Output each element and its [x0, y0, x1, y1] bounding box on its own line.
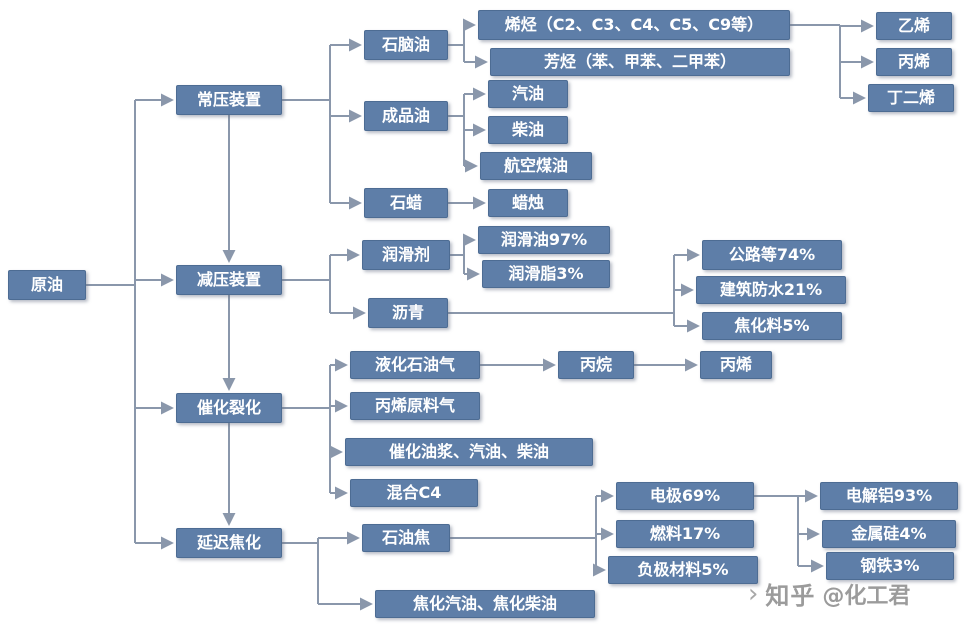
node-coker-gasoline-diesel: 焦化汽油、焦化柴油 — [375, 590, 595, 618]
node-olefins: 烯烃（C2、C3、C4、C5、C9等） — [478, 10, 790, 40]
node-naphtha: 石脑油 — [364, 30, 448, 60]
node-finished-oil: 成品油 — [364, 101, 448, 131]
node-lpg: 液化石油气 — [350, 351, 480, 379]
node-mixed-c4: 混合C4 — [350, 479, 478, 507]
node-grease-pct: 润滑脂3% — [482, 260, 610, 288]
node-aromatics: 芳烃（苯、甲苯、二甲苯） — [490, 48, 790, 76]
node-jet-fuel: 航空煤油 — [480, 152, 592, 180]
node-waterproofing-pct: 建筑防水21% — [696, 276, 846, 304]
node-anode-material-pct: 负极材料5% — [608, 556, 758, 584]
watermark: › 知乎 @化工君 — [748, 576, 910, 611]
node-delayed-coking: 延迟焦化 — [176, 528, 282, 558]
node-paraffin: 石蜡 — [364, 188, 448, 218]
node-crude-oil: 原油 — [8, 270, 86, 300]
node-slurry-gasoline-diesel: 催化油浆、汽油、柴油 — [345, 438, 593, 466]
node-asphalt: 沥青 — [368, 298, 448, 328]
node-metallic-silicon-pct: 金属硅4% — [822, 520, 956, 548]
node-steel-pct: 钢铁3% — [826, 552, 954, 580]
node-butadiene: 丁二烯 — [868, 84, 954, 112]
node-propane: 丙烷 — [558, 351, 634, 379]
node-diesel: 柴油 — [488, 116, 568, 144]
node-fuel-pct: 燃料17% — [616, 520, 754, 548]
node-lube-oil-pct: 润滑油97% — [478, 226, 610, 254]
node-vacuum-unit: 减压装置 — [176, 265, 282, 295]
node-lubricant: 润滑剂 — [362, 240, 450, 270]
node-roads-pct: 公路等74% — [702, 240, 842, 270]
watermark-author: @化工君 — [822, 583, 911, 609]
node-propylene-mid: 丙烯 — [700, 351, 772, 379]
node-catalytic-cracking: 催化裂化 — [176, 393, 282, 423]
node-coking-material-pct: 焦化料5% — [702, 312, 842, 340]
node-propylene-top: 丙烯 — [876, 48, 952, 76]
node-electrode-pct: 电极69% — [616, 482, 754, 510]
node-electrolytic-aluminum-pct: 电解铝93% — [820, 482, 958, 510]
node-petroleum-coke: 石油焦 — [362, 524, 450, 552]
node-atmospheric-unit: 常压装置 — [176, 85, 282, 115]
zhihu-logo: 知乎 — [765, 582, 816, 610]
node-gasoline: 汽油 — [488, 80, 568, 108]
node-propylene-feed-gas: 丙烯原料气 — [350, 392, 480, 420]
node-candle: 蜡烛 — [488, 189, 568, 217]
node-ethylene: 乙烯 — [876, 12, 952, 40]
chevron-right-icon: › — [748, 578, 759, 609]
